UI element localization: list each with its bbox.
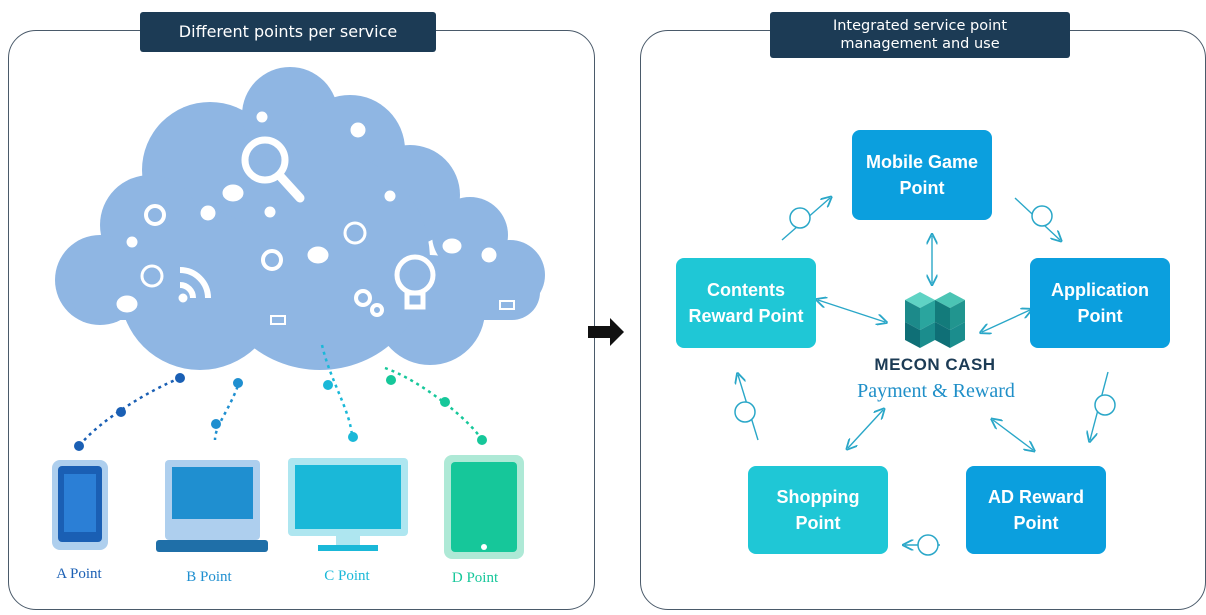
right-header: Integrated service point management and … — [770, 12, 1070, 58]
monitor-icon — [288, 458, 408, 551]
wifi-icon — [179, 267, 211, 299]
gear-icon — [354, 289, 384, 317]
center-subtitle: Payment & Reward — [857, 380, 1015, 402]
right-header-line2: management and use — [840, 36, 1000, 52]
left-header: Different points per service — [140, 12, 436, 52]
power-icon — [144, 204, 283, 271]
users-icon — [126, 111, 396, 248]
laptop-icon — [156, 460, 268, 552]
application-point-node: Application Point — [1030, 258, 1170, 348]
phone-icon — [52, 460, 108, 550]
mecon-coin-icon — [1031, 205, 1053, 227]
ad-reward-point-node: AD Reward Point — [966, 466, 1106, 554]
center-brand: MECON CASH — [874, 355, 996, 374]
right-arrow-icon — [588, 318, 624, 346]
mecon-cash-logo-icon — [905, 292, 965, 348]
mecon-coin-icon — [1094, 394, 1116, 416]
pin-icon — [200, 122, 497, 263]
chat-icon — [116, 184, 462, 313]
right-header-line1: Integrated service point — [832, 18, 1008, 34]
device-label-c: C Point — [324, 568, 370, 584]
lightbulb-icon — [394, 254, 436, 310]
shopping-point-node: Shopping Point — [748, 466, 888, 554]
device-label-b: B Point — [186, 569, 232, 585]
mecon-coin-icon — [917, 534, 939, 556]
device-label-a: A Point — [56, 566, 102, 582]
info-icon — [140, 221, 367, 288]
cart-icon — [270, 300, 515, 325]
mobile-game-point-node: Mobile Game Point — [852, 130, 992, 220]
tablet-icon — [444, 455, 524, 559]
device-label-d: D Point — [451, 570, 499, 586]
contents-reward-point-node: Contents Reward Point — [676, 258, 816, 348]
mecon-coin-icon — [789, 207, 811, 229]
mecon-coin-icon — [734, 401, 756, 423]
magnifier-icon — [241, 136, 305, 203]
